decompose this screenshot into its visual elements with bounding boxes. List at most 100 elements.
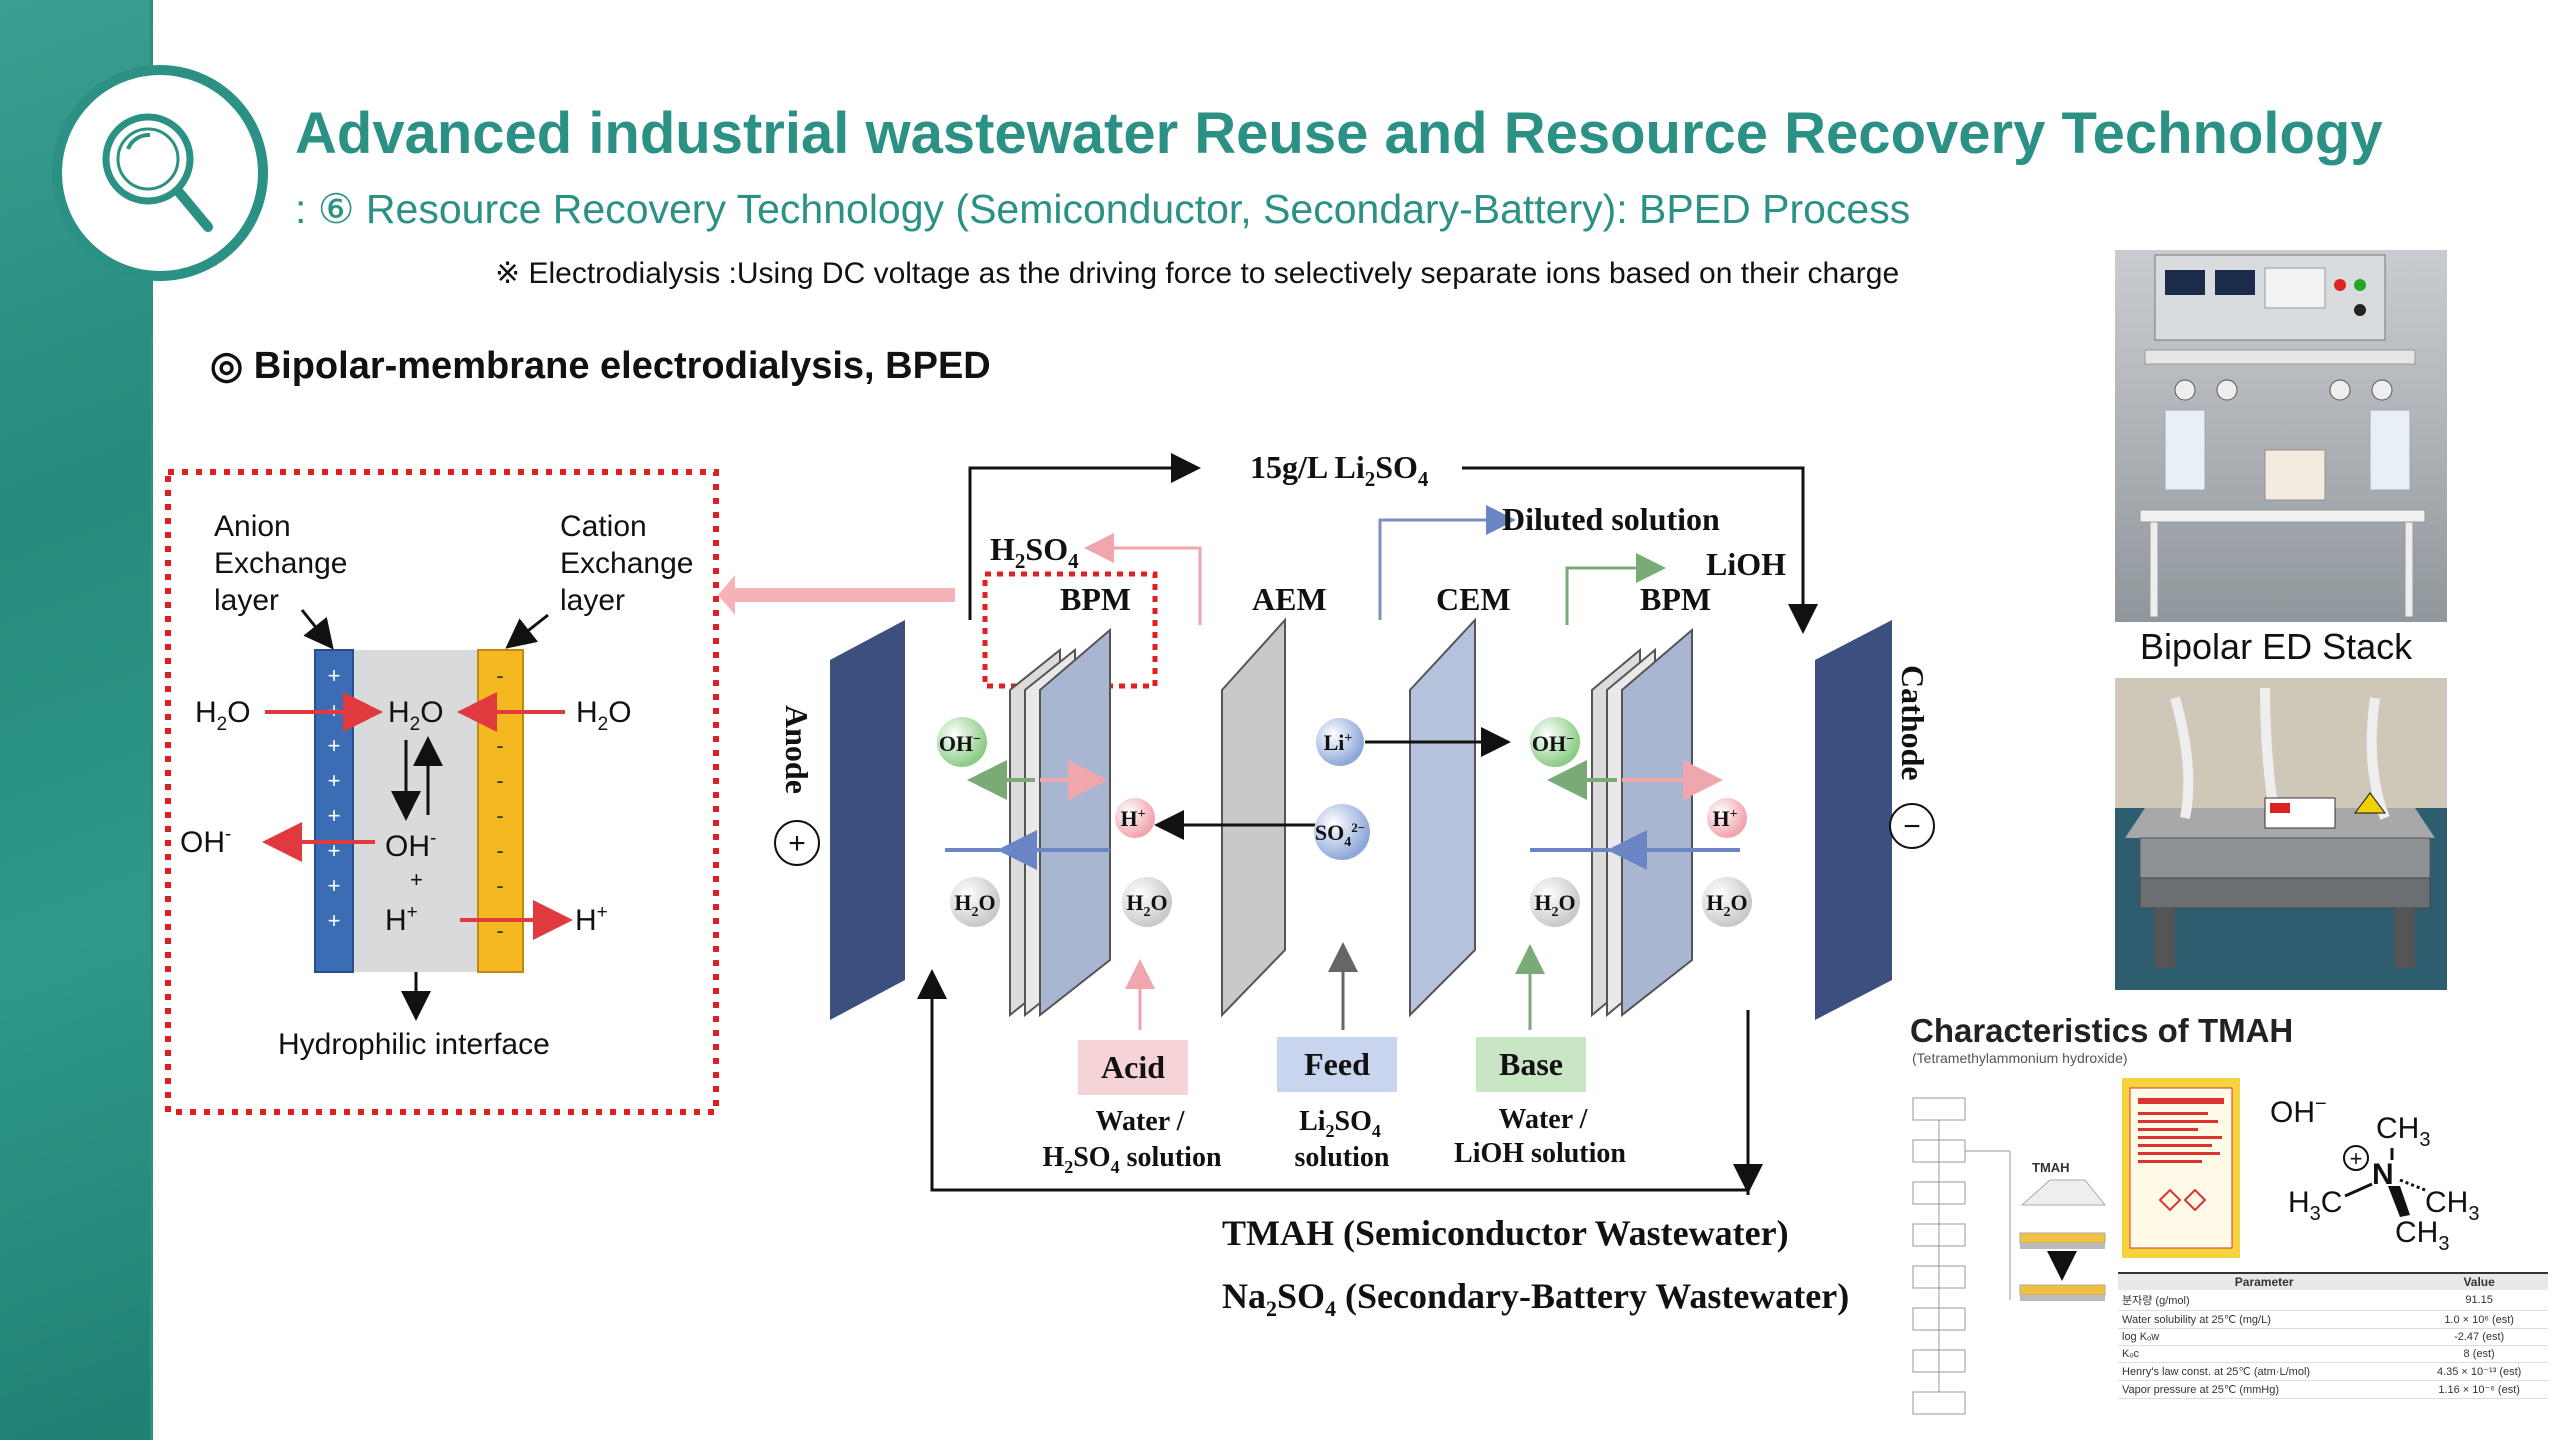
h2o-ball-3 xyxy=(1530,877,1580,927)
svg-text:Exchange: Exchange xyxy=(560,547,693,580)
tmah-process-sketch xyxy=(2019,1179,2107,1301)
tmah-structure: OH− CH3 N H3C CH3 CH3 xyxy=(2270,1093,2479,1255)
table-row: log Kₒw-2.47 (est) xyxy=(2118,1328,2548,1346)
base-label: Base xyxy=(1499,1046,1563,1082)
anion-label: Anion Exchange layer xyxy=(214,510,347,617)
h-mid-label: H+ xyxy=(385,902,418,937)
svg-text:+: + xyxy=(328,698,341,723)
svg-text:+: + xyxy=(2350,1146,2363,1171)
svg-text:-: - xyxy=(496,873,503,898)
h-ion-left xyxy=(1115,798,1155,838)
base-sub-1: Water / xyxy=(1499,1104,1589,1135)
h2o-ball-2 xyxy=(1122,877,1172,927)
feed-box xyxy=(1277,1037,1397,1092)
cathode-label: Cathode xyxy=(1895,665,1931,781)
magnifier-icon xyxy=(102,113,213,232)
table-row: Vapor pressure at 25℃ (mmHg)1.16 × 10⁻⁶ … xyxy=(2118,1380,2548,1399)
so4-ion xyxy=(1314,804,1370,860)
page-subtitle: : ⑥ Resource Recovery Technology (Semico… xyxy=(295,186,1911,232)
cathode-minus-icon xyxy=(1889,803,1935,849)
cem-label: CEM xyxy=(1436,581,1511,617)
base-sub-2: LiOH solution xyxy=(1454,1138,1626,1169)
tmah-parameter-table: Parameter Value 분자량 (g/mol)91.15 Water s… xyxy=(2118,1272,2548,1399)
anode-label: Anode xyxy=(779,705,815,794)
svg-text:H+: H+ xyxy=(1712,806,1737,831)
svg-text:+: + xyxy=(328,733,341,758)
oh-ion-right xyxy=(1530,717,1580,767)
svg-text:-: - xyxy=(496,768,503,793)
logo-badge xyxy=(52,65,268,281)
cem-membrane xyxy=(1409,617,1476,1018)
h2o-ball-1 xyxy=(950,877,1000,927)
cathode-plate xyxy=(1815,620,1892,1020)
lioh-output-label: LiOH xyxy=(1706,546,1786,582)
na2so4-caption: Na2SO4 (Secondary-Battery Wastewater) xyxy=(1222,1276,1850,1322)
bpm-right-label: BPM xyxy=(1640,581,1711,617)
svg-text:+: + xyxy=(328,873,341,898)
diluted-solution-label: Diluted solution xyxy=(1502,501,1720,537)
cation-minus-signs: ---- ---- xyxy=(496,663,503,943)
tmah-card-subtitle: (Tetramethylammonium hydroxide) xyxy=(1912,1050,2128,1066)
table-row: Water solubility at 25℃ (mg/L)1.0 × 10⁶ … xyxy=(2118,1310,2548,1329)
svg-text:CH3: CH3 xyxy=(2425,1186,2479,1225)
svg-text:OH−: OH− xyxy=(1532,731,1574,756)
svg-text:H2O: H2O xyxy=(1706,890,1747,920)
svg-text:+: + xyxy=(328,838,341,863)
svg-text:layer: layer xyxy=(560,584,625,617)
svg-text:CH3: CH3 xyxy=(2376,1112,2430,1151)
svg-text:SO42−: SO42− xyxy=(1315,820,1365,850)
bpm-left-label: BPM xyxy=(1060,581,1131,617)
svg-text:layer: layer xyxy=(214,584,279,617)
h2o-left-label: H2O xyxy=(195,696,251,735)
hydrophilic-interface-label: Hydrophilic interface xyxy=(278,1028,550,1061)
svg-text:H2O: H2O xyxy=(1534,890,1575,920)
section-heading: ◎ Bipolar-membrane electrodialysis, BPED xyxy=(210,345,991,387)
process-flow-list xyxy=(1912,1097,2011,1415)
base-box xyxy=(1476,1037,1586,1092)
h-right-label: H+ xyxy=(575,902,608,937)
svg-text:-: - xyxy=(496,838,503,863)
svg-text:-: - xyxy=(496,918,503,943)
acid-box xyxy=(1078,1040,1188,1095)
svg-text:N: N xyxy=(2372,1158,2394,1191)
bipolar-ed-stack-photo xyxy=(2115,678,2447,990)
anode-plus-icon xyxy=(774,820,820,866)
svg-text:Anion: Anion xyxy=(214,510,291,543)
svg-text:H2O: H2O xyxy=(1126,890,1167,920)
acid-sub-1: Water / xyxy=(1096,1106,1186,1137)
oh-ion-left xyxy=(937,717,987,767)
svg-text:OH−: OH− xyxy=(2270,1093,2327,1129)
h2o-mid-label: H2O xyxy=(388,696,444,735)
electrodialysis-note: ※ Electrodialysis :Using DC voltage as t… xyxy=(495,257,1900,290)
table-row: Henry's law const. at 25℃ (atm·L/mol)4.3… xyxy=(2118,1362,2548,1381)
cation-layer xyxy=(477,649,524,973)
bipolar-ed-system-photo xyxy=(2115,250,2447,622)
table-header-parameter: Parameter xyxy=(2118,1272,2411,1290)
table-header-value: Value xyxy=(2410,1272,2548,1290)
cation-label: Cation Exchange layer xyxy=(560,510,693,617)
h2o-right-label: H2O xyxy=(576,696,632,735)
msds-sheet xyxy=(2122,1078,2240,1258)
aem-membrane xyxy=(1221,617,1286,1018)
svg-text:Exchange: Exchange xyxy=(214,547,347,580)
h2so4-output-label: H2SO4 xyxy=(990,531,1079,573)
svg-text:H2O: H2O xyxy=(954,890,995,920)
svg-text:+: + xyxy=(328,908,341,933)
feed-sub-2: solution xyxy=(1295,1142,1390,1173)
plus-mid-label: + xyxy=(410,867,423,892)
svg-text:-: - xyxy=(496,733,503,758)
anion-plus-signs: ++++ ++++ xyxy=(328,663,341,933)
bpm-left-membrane xyxy=(1039,627,1111,1018)
table-row: 분자량 (g/mol)91.15 xyxy=(2118,1290,2548,1311)
svg-text:+: + xyxy=(788,827,806,860)
svg-text:+: + xyxy=(328,803,341,828)
photo-caption: Bipolar ED Stack xyxy=(2140,626,2413,667)
bpm-right-membrane xyxy=(1621,627,1693,1018)
anode-plate xyxy=(830,620,905,1020)
detail-dashed-frame xyxy=(165,469,719,1115)
svg-text:Li+: Li+ xyxy=(1324,730,1353,755)
svg-text:H3C: H3C xyxy=(2288,1186,2342,1225)
svg-text:-: - xyxy=(496,663,503,688)
svg-text:OH−: OH− xyxy=(939,731,981,756)
